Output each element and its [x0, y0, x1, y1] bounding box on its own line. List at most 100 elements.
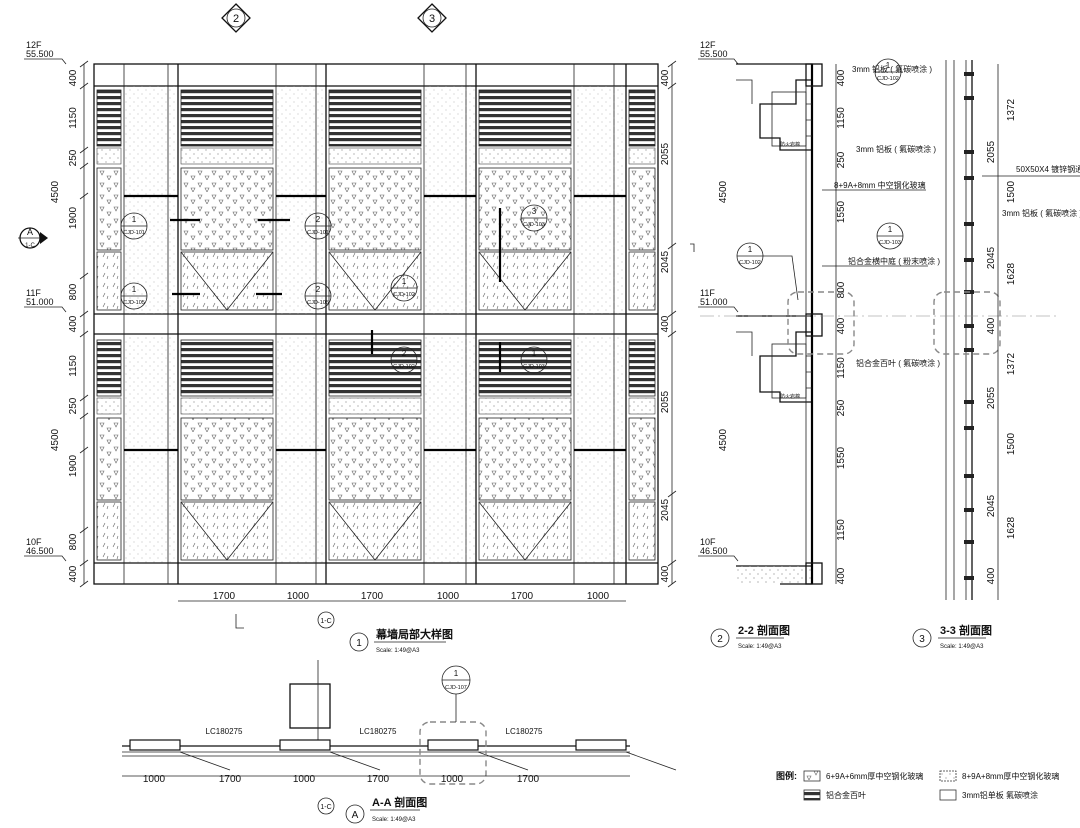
legend-item: 3mm铝单板 氟碳喷涂	[939, 789, 1038, 801]
s33-labels: 50X50X4 镀锌钢通 3mm 铝板 ( 氟碳喷涂 )	[982, 164, 1080, 218]
legend-item: 铝合金百叶	[803, 789, 866, 801]
svg-text:LC180275: LC180275	[506, 727, 543, 736]
aluminum-panel	[96, 147, 122, 165]
svg-text:400: 400	[660, 565, 671, 582]
svg-text:3mm铝单板 氟碳喷涂: 3mm铝单板 氟碳喷涂	[962, 790, 1038, 800]
plan-mullion-panel	[129, 739, 181, 751]
s22-labels: 3mm 铝板 ( 氟碳喷涂 ) 3mm 铝板 ( 氟碳喷涂 ) 8+9A+8mm…	[822, 64, 940, 368]
svg-text:800: 800	[836, 281, 847, 298]
svg-text:A: A	[352, 810, 359, 821]
bracket-anchor	[964, 176, 974, 180]
s22-callout-top: 1 CJD-102	[874, 58, 902, 86]
svg-text:400: 400	[986, 317, 997, 334]
bracket-anchor	[964, 348, 974, 352]
glass-panel-upper	[96, 167, 122, 251]
dimension-tick	[667, 310, 677, 318]
svg-text:50X50X4 镀锌钢通: 50X50X4 镀锌钢通	[1016, 164, 1080, 174]
louver-panel	[328, 89, 422, 147]
svg-text:8+9A+8mm厚中空钢化玻璃: 8+9A+8mm厚中空钢化玻璃	[962, 771, 1059, 781]
s22-level-11f: 11F 51.000	[698, 288, 739, 313]
svg-text:1-C: 1-C	[320, 804, 331, 811]
svg-text:8+9A+8mm 中空钢化玻璃: 8+9A+8mm 中空钢化玻璃	[834, 180, 926, 190]
column-cladding	[125, 86, 177, 314]
svg-text:2: 2	[402, 349, 407, 358]
section-3-3: 1372 2055 1500 2045 1628 400 1372 2055 1…	[690, 60, 1080, 650]
right-dimensions: 400 2055 2045 400 2055 2045 400	[660, 69, 671, 582]
svg-text:1700: 1700	[219, 774, 242, 785]
dimension-tick	[79, 162, 89, 170]
svg-text:2055: 2055	[660, 390, 671, 413]
svg-text:2055: 2055	[986, 140, 997, 163]
svg-text:Scale: 1:49@A3: Scale: 1:49@A3	[376, 648, 420, 654]
svg-text:1000: 1000	[441, 774, 464, 785]
svg-text:4500: 4500	[718, 180, 729, 203]
bracket-anchor	[964, 222, 974, 226]
s22-drawing-title: 2 2-2 剖面图 Scale: 1:49@A3	[710, 623, 790, 650]
svg-text:3mm 铝板 ( 氟碳喷涂 ): 3mm 铝板 ( 氟碳喷涂 )	[1002, 208, 1080, 218]
svg-text:3mm 铝板 ( 氟碳喷涂 ): 3mm 铝板 ( 氟碳喷涂 )	[852, 64, 932, 74]
section-marker-ref: 1-C	[25, 243, 35, 249]
svg-text:1: 1	[532, 349, 537, 358]
dimension-tick	[79, 394, 89, 402]
svg-text:2: 2	[717, 634, 723, 645]
svg-text:1150: 1150	[68, 355, 79, 377]
svg-text:250: 250	[836, 151, 847, 168]
svg-text:CJD-103: CJD-103	[523, 222, 545, 228]
svg-text:1550: 1550	[836, 446, 847, 469]
svg-text:铝合金百叶: 铝合金百叶	[826, 790, 866, 800]
glass-panel-lower	[628, 251, 656, 311]
bracket-anchor	[964, 324, 974, 328]
svg-text:12F: 12F	[26, 40, 42, 50]
aluminum-panel	[180, 397, 274, 415]
aluminum-panel	[628, 397, 656, 415]
svg-text:1000: 1000	[437, 591, 460, 602]
svg-text:1: 1	[454, 669, 459, 678]
callout-1-cjd102: 1 CJD-102	[390, 274, 418, 302]
glass-panel-upper	[478, 417, 572, 501]
aluminum-panel	[328, 147, 422, 165]
section-marker-a: A 1-C	[18, 227, 48, 249]
svg-text:400: 400	[68, 565, 79, 582]
glass-panel-lower	[180, 251, 274, 311]
svg-text:1150: 1150	[836, 519, 847, 541]
bracket-anchor	[964, 72, 974, 76]
plan-mullion-panel	[575, 739, 627, 751]
svg-text:2: 2	[316, 285, 321, 294]
svg-text:10F: 10F	[26, 537, 42, 547]
svg-text:2045: 2045	[660, 498, 671, 521]
svg-text:6+9A+6mm厚中空钢化玻璃: 6+9A+6mm厚中空钢化玻璃	[826, 771, 923, 781]
dimension-tick	[79, 82, 89, 90]
louver-panel	[478, 89, 572, 147]
bracket-anchor	[964, 258, 974, 262]
svg-text:CJD-107: CJD-107	[445, 685, 467, 691]
plan-a-a: LC180275 LC180275 LC180275 1 CJD-107 100…	[122, 660, 677, 824]
svg-text:250: 250	[836, 399, 847, 416]
svg-text:1: 1	[132, 285, 137, 294]
svg-text:LC180275: LC180275	[360, 727, 397, 736]
svg-text:250: 250	[68, 397, 79, 414]
bottom-dimensions: 1700 1000 1700 1000 1700 1000	[213, 591, 610, 602]
svg-text:1: 1	[748, 245, 753, 254]
bracket-anchor	[964, 150, 974, 154]
svg-text:Scale: 1:49@A3: Scale: 1:49@A3	[738, 644, 782, 650]
louver-panel	[96, 339, 122, 397]
level-12f: 12F 55.500	[24, 40, 67, 65]
plan-callout: 1 CJD-107	[441, 665, 471, 722]
louver-panel	[180, 339, 274, 397]
s33-drawing-title: 3 3-3 剖面图 Scale: 1:49@A3	[912, 623, 992, 650]
grid-axis-3: 3	[417, 3, 447, 33]
svg-text:3: 3	[919, 634, 925, 645]
svg-text:1-C: 1-C	[320, 618, 331, 625]
column-cladding	[277, 86, 325, 314]
svg-text:51.000: 51.000	[26, 297, 54, 307]
bracket-anchor	[964, 426, 974, 430]
callout-1-cjd103: 1 CJD-103	[498, 342, 548, 374]
grid-axis-label: 2	[233, 13, 239, 25]
svg-text:1372: 1372	[1006, 352, 1017, 375]
svg-text:CJD-102: CJD-102	[877, 76, 899, 82]
s22-callout-left: 1 CJD-103	[876, 222, 904, 250]
vent-open-indicator	[478, 251, 572, 311]
plan-labels: LC180275 LC180275 LC180275	[206, 727, 543, 736]
aluminum-panel	[478, 147, 572, 165]
svg-text:1628: 1628	[1006, 516, 1017, 539]
